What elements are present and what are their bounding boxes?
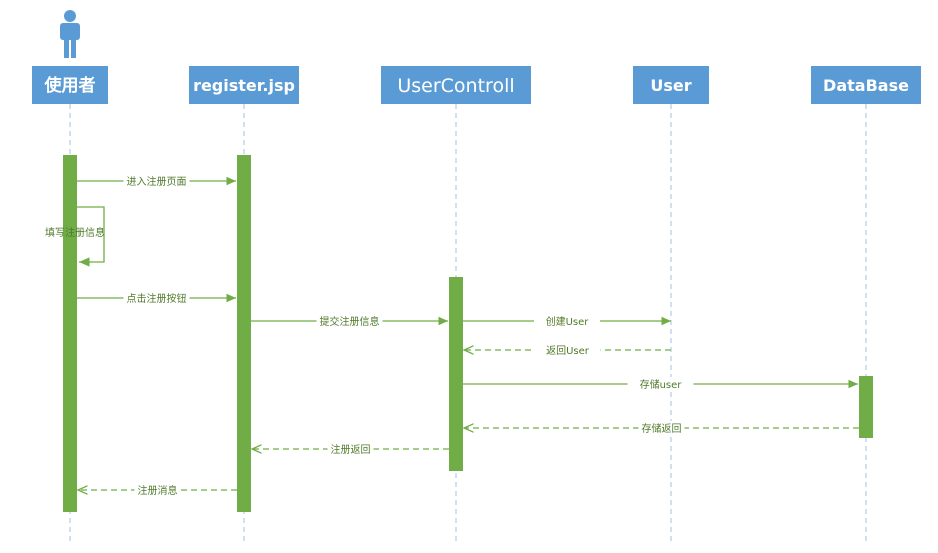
participant-label: UserControll <box>397 75 514 97</box>
message-label: 进入注册页面 <box>127 175 187 188</box>
message: 返回User <box>464 343 671 357</box>
message-label-bg <box>534 343 601 357</box>
message-label-bg <box>123 291 190 305</box>
message-label: 存储返回 <box>642 422 682 435</box>
participant-box <box>189 66 299 104</box>
message: 存储返回 <box>464 421 859 435</box>
participant-box <box>811 66 921 104</box>
person-icon <box>60 10 80 58</box>
message-label: 返回User <box>546 345 590 357</box>
message: 存储user <box>463 377 858 391</box>
message: 注册返回 <box>252 442 449 456</box>
lifelines <box>69 104 867 543</box>
message-label: 填写注册信息 <box>45 226 105 239</box>
message-label-bg <box>534 314 600 328</box>
message-label: 存储user <box>640 378 683 391</box>
message-label: 注册返回 <box>331 443 371 456</box>
message: 进入注册页面 <box>77 174 236 188</box>
message-label-bg <box>627 377 694 391</box>
message-label-bg <box>638 421 685 435</box>
participant-label: register.jsp <box>193 76 295 95</box>
participant-header: register.jsp <box>189 66 299 104</box>
participant-box <box>633 66 709 104</box>
participant-box <box>381 66 531 104</box>
self-message-line <box>77 206 105 267</box>
message: 注册消息 <box>78 483 237 497</box>
message-label-bg <box>327 442 374 456</box>
message: 提交注册信息 <box>251 314 448 328</box>
message: 点击注册按钮 <box>77 291 236 305</box>
participant-headers: 使用者 register.jsp UserControll User DataBase <box>32 66 921 104</box>
activation-bar <box>449 277 463 471</box>
participant-header: UserControll <box>381 66 531 104</box>
message-label: 注册消息 <box>138 484 178 497</box>
message-label: 提交注册信息 <box>320 315 380 328</box>
message-label: 点击注册按钮 <box>127 292 187 305</box>
participant-label: User <box>650 76 691 95</box>
participant-label: DataBase <box>823 76 909 95</box>
activation-bar <box>63 155 77 512</box>
message: 创建User <box>463 314 671 328</box>
message-label: 创建User <box>546 315 590 328</box>
message-label-bg <box>316 314 383 328</box>
participant-header: 使用者 <box>32 66 108 104</box>
message-label-bg <box>134 483 181 497</box>
message-label-bg <box>123 174 190 188</box>
activation-bar <box>237 155 251 512</box>
participant-header: DataBase <box>811 66 921 104</box>
activation-bar <box>859 376 873 438</box>
participant-box <box>32 66 108 104</box>
activation-bars <box>63 155 873 512</box>
participant-label: 使用者 <box>44 75 96 96</box>
participant-header: User <box>633 66 709 104</box>
message: 填写注册信息 <box>45 206 105 267</box>
